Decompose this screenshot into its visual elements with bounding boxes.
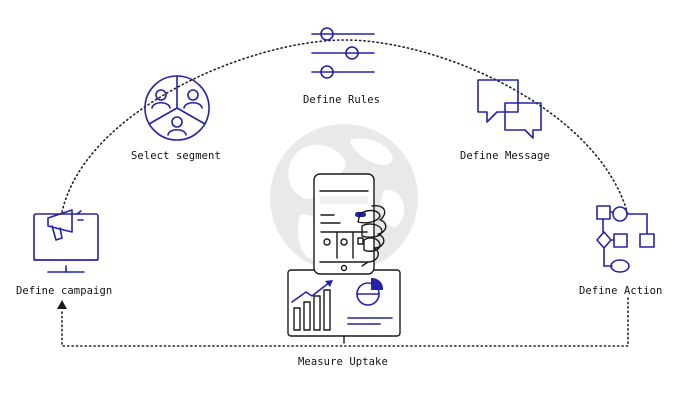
person-icon — [151, 89, 171, 109]
define-action-label: Define Action — [579, 285, 663, 297]
return-flow-line — [61, 297, 629, 347]
select-segment-label: Select segment — [131, 150, 221, 162]
define-message-label: Define Message — [460, 150, 550, 162]
analytics-dashboard-icon — [287, 269, 401, 344]
user-segments-icon — [144, 75, 210, 141]
measure-uptake-label: Measure Uptake — [298, 356, 388, 368]
flowchart-icon — [596, 205, 655, 273]
phone-in-hand-icon — [313, 173, 387, 275]
megaphone-monitor-icon — [33, 209, 99, 273]
arrow-up-icon — [57, 300, 67, 309]
chat-bubbles-icon — [477, 79, 542, 139]
define-rules-label: Define Rules — [303, 94, 381, 106]
workflow-arc — [61, 39, 629, 216]
person-icon — [167, 116, 187, 136]
person-icon — [183, 89, 203, 109]
sliders-icon — [311, 27, 375, 79]
define-campaign-label: Define campaign — [16, 285, 113, 297]
